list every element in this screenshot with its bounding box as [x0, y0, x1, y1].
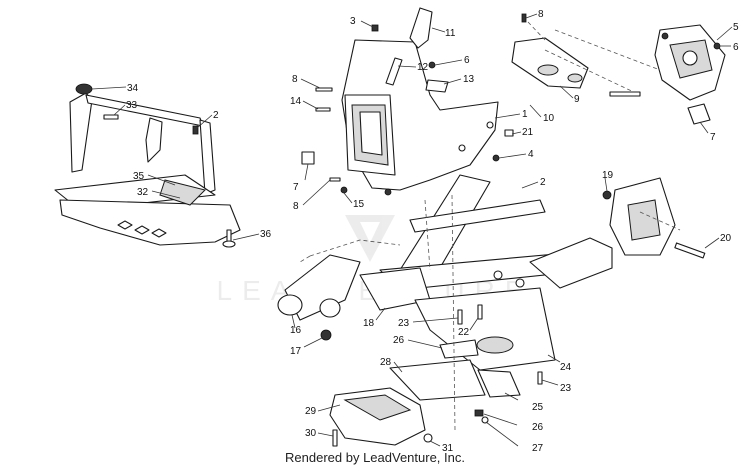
svg-text:28: 28: [380, 357, 392, 368]
svg-text:20: 20: [720, 233, 732, 244]
callout-9: 9: [559, 85, 580, 105]
svg-text:2: 2: [213, 110, 219, 121]
svg-text:17: 17: [290, 346, 302, 357]
callout-6: 6: [434, 55, 470, 66]
callout-26: 26: [393, 335, 443, 349]
upper-bulkhead-assembly: [301, 7, 514, 196]
front-left-support: [277, 254, 361, 341]
callout-33: 33: [113, 100, 138, 116]
svg-text:19: 19: [602, 170, 614, 181]
callout-2: 2: [521, 177, 546, 189]
callout-10: 10: [529, 104, 555, 124]
lower-skid-assembly: [329, 339, 521, 447]
svg-text:14: 14: [290, 96, 302, 107]
callout-27: 27: [485, 421, 544, 454]
callout-11: 11: [431, 27, 456, 39]
callouts: 3 11 8 5 6 6 34 8: [91, 9, 739, 454]
callout-32: 32: [137, 187, 181, 199]
svg-text:36: 36: [260, 229, 272, 240]
callout-12: 12: [397, 62, 429, 73]
callout-23: 23: [541, 379, 572, 394]
svg-text:33: 33: [126, 100, 138, 111]
callout-18: 18: [363, 307, 386, 329]
svg-text:11: 11: [445, 28, 456, 39]
callout-17: 17: [290, 337, 323, 357]
svg-text:21: 21: [522, 127, 534, 138]
callout-5: 5: [716, 22, 739, 41]
watermark-logo: [345, 215, 395, 262]
svg-text:9: 9: [574, 94, 580, 105]
callout-15: 15: [343, 192, 365, 210]
callout-1: 1: [494, 109, 528, 120]
svg-text:5: 5: [733, 22, 739, 33]
callout-8: 8: [292, 74, 321, 89]
callout-26: 26: [483, 413, 544, 433]
svg-text:10: 10: [543, 113, 555, 124]
right-mechanism-assembly: [609, 24, 726, 125]
callout-13: 13: [443, 74, 475, 85]
callout-19: 19: [602, 170, 614, 192]
svg-text:6: 6: [464, 55, 470, 66]
svg-text:1: 1: [522, 109, 528, 120]
svg-text:26: 26: [532, 422, 544, 433]
svg-text:16: 16: [290, 325, 302, 336]
callout-3: 3: [350, 16, 374, 28]
callout-2: 2: [196, 110, 219, 129]
callout-16: 16: [290, 314, 302, 336]
callout-7: 7: [699, 121, 716, 143]
svg-text:2: 2: [540, 177, 546, 188]
callout-8: 8: [293, 179, 331, 212]
callout-14: 14: [290, 96, 319, 110]
svg-text:3: 3: [350, 16, 356, 27]
svg-text:7: 7: [293, 182, 299, 193]
callout-25: 25: [504, 392, 544, 413]
svg-text:31: 31: [442, 443, 454, 454]
callout-36: 36: [232, 229, 272, 241]
svg-text:8: 8: [292, 74, 298, 85]
svg-text:8: 8: [293, 201, 299, 212]
svg-text:23: 23: [560, 383, 572, 394]
callout-34: 34: [91, 83, 139, 94]
callout-21: 21: [511, 127, 534, 138]
svg-text:34: 34: [127, 83, 139, 94]
callout-8: 8: [525, 9, 544, 20]
svg-text:27: 27: [532, 443, 544, 454]
assembly-lines: [299, 194, 681, 431]
svg-text:12: 12: [417, 62, 429, 73]
svg-text:23: 23: [398, 318, 410, 329]
svg-text:13: 13: [463, 74, 475, 85]
callout-28: 28: [380, 357, 403, 373]
svg-text:6: 6: [733, 42, 739, 53]
svg-text:7: 7: [710, 132, 716, 143]
svg-text:4: 4: [528, 149, 534, 160]
svg-text:25: 25: [532, 402, 544, 413]
callout-35: 35: [133, 171, 176, 186]
main-frame-assembly: [359, 174, 613, 385]
svg-text:32: 32: [137, 187, 149, 198]
front-bumper-assembly: [54, 83, 241, 248]
callout-31: 31: [429, 440, 454, 454]
callout-4: 4: [498, 149, 534, 160]
callout-30: 30: [305, 428, 334, 439]
svg-text:29: 29: [305, 406, 317, 417]
svg-text:30: 30: [305, 428, 317, 439]
callout-23: 23: [398, 317, 459, 329]
steering-plate-assembly: [511, 13, 661, 96]
svg-text:15: 15: [353, 199, 365, 210]
svg-text:24: 24: [560, 362, 572, 373]
svg-text:8: 8: [538, 9, 544, 20]
svg-text:35: 35: [133, 171, 145, 182]
rendered-by-credit: Rendered by LeadVenture, Inc.: [285, 450, 465, 465]
svg-text:22: 22: [458, 327, 470, 338]
callout-6: 6: [717, 42, 739, 53]
callout-24: 24: [547, 354, 572, 373]
svg-text:18: 18: [363, 318, 375, 329]
callout-29: 29: [305, 404, 341, 417]
right-support-bracket: [602, 177, 706, 259]
svg-text:26: 26: [393, 335, 405, 346]
callout-22: 22: [458, 317, 479, 338]
callout-20: 20: [704, 233, 732, 249]
callout-7: 7: [293, 163, 309, 193]
